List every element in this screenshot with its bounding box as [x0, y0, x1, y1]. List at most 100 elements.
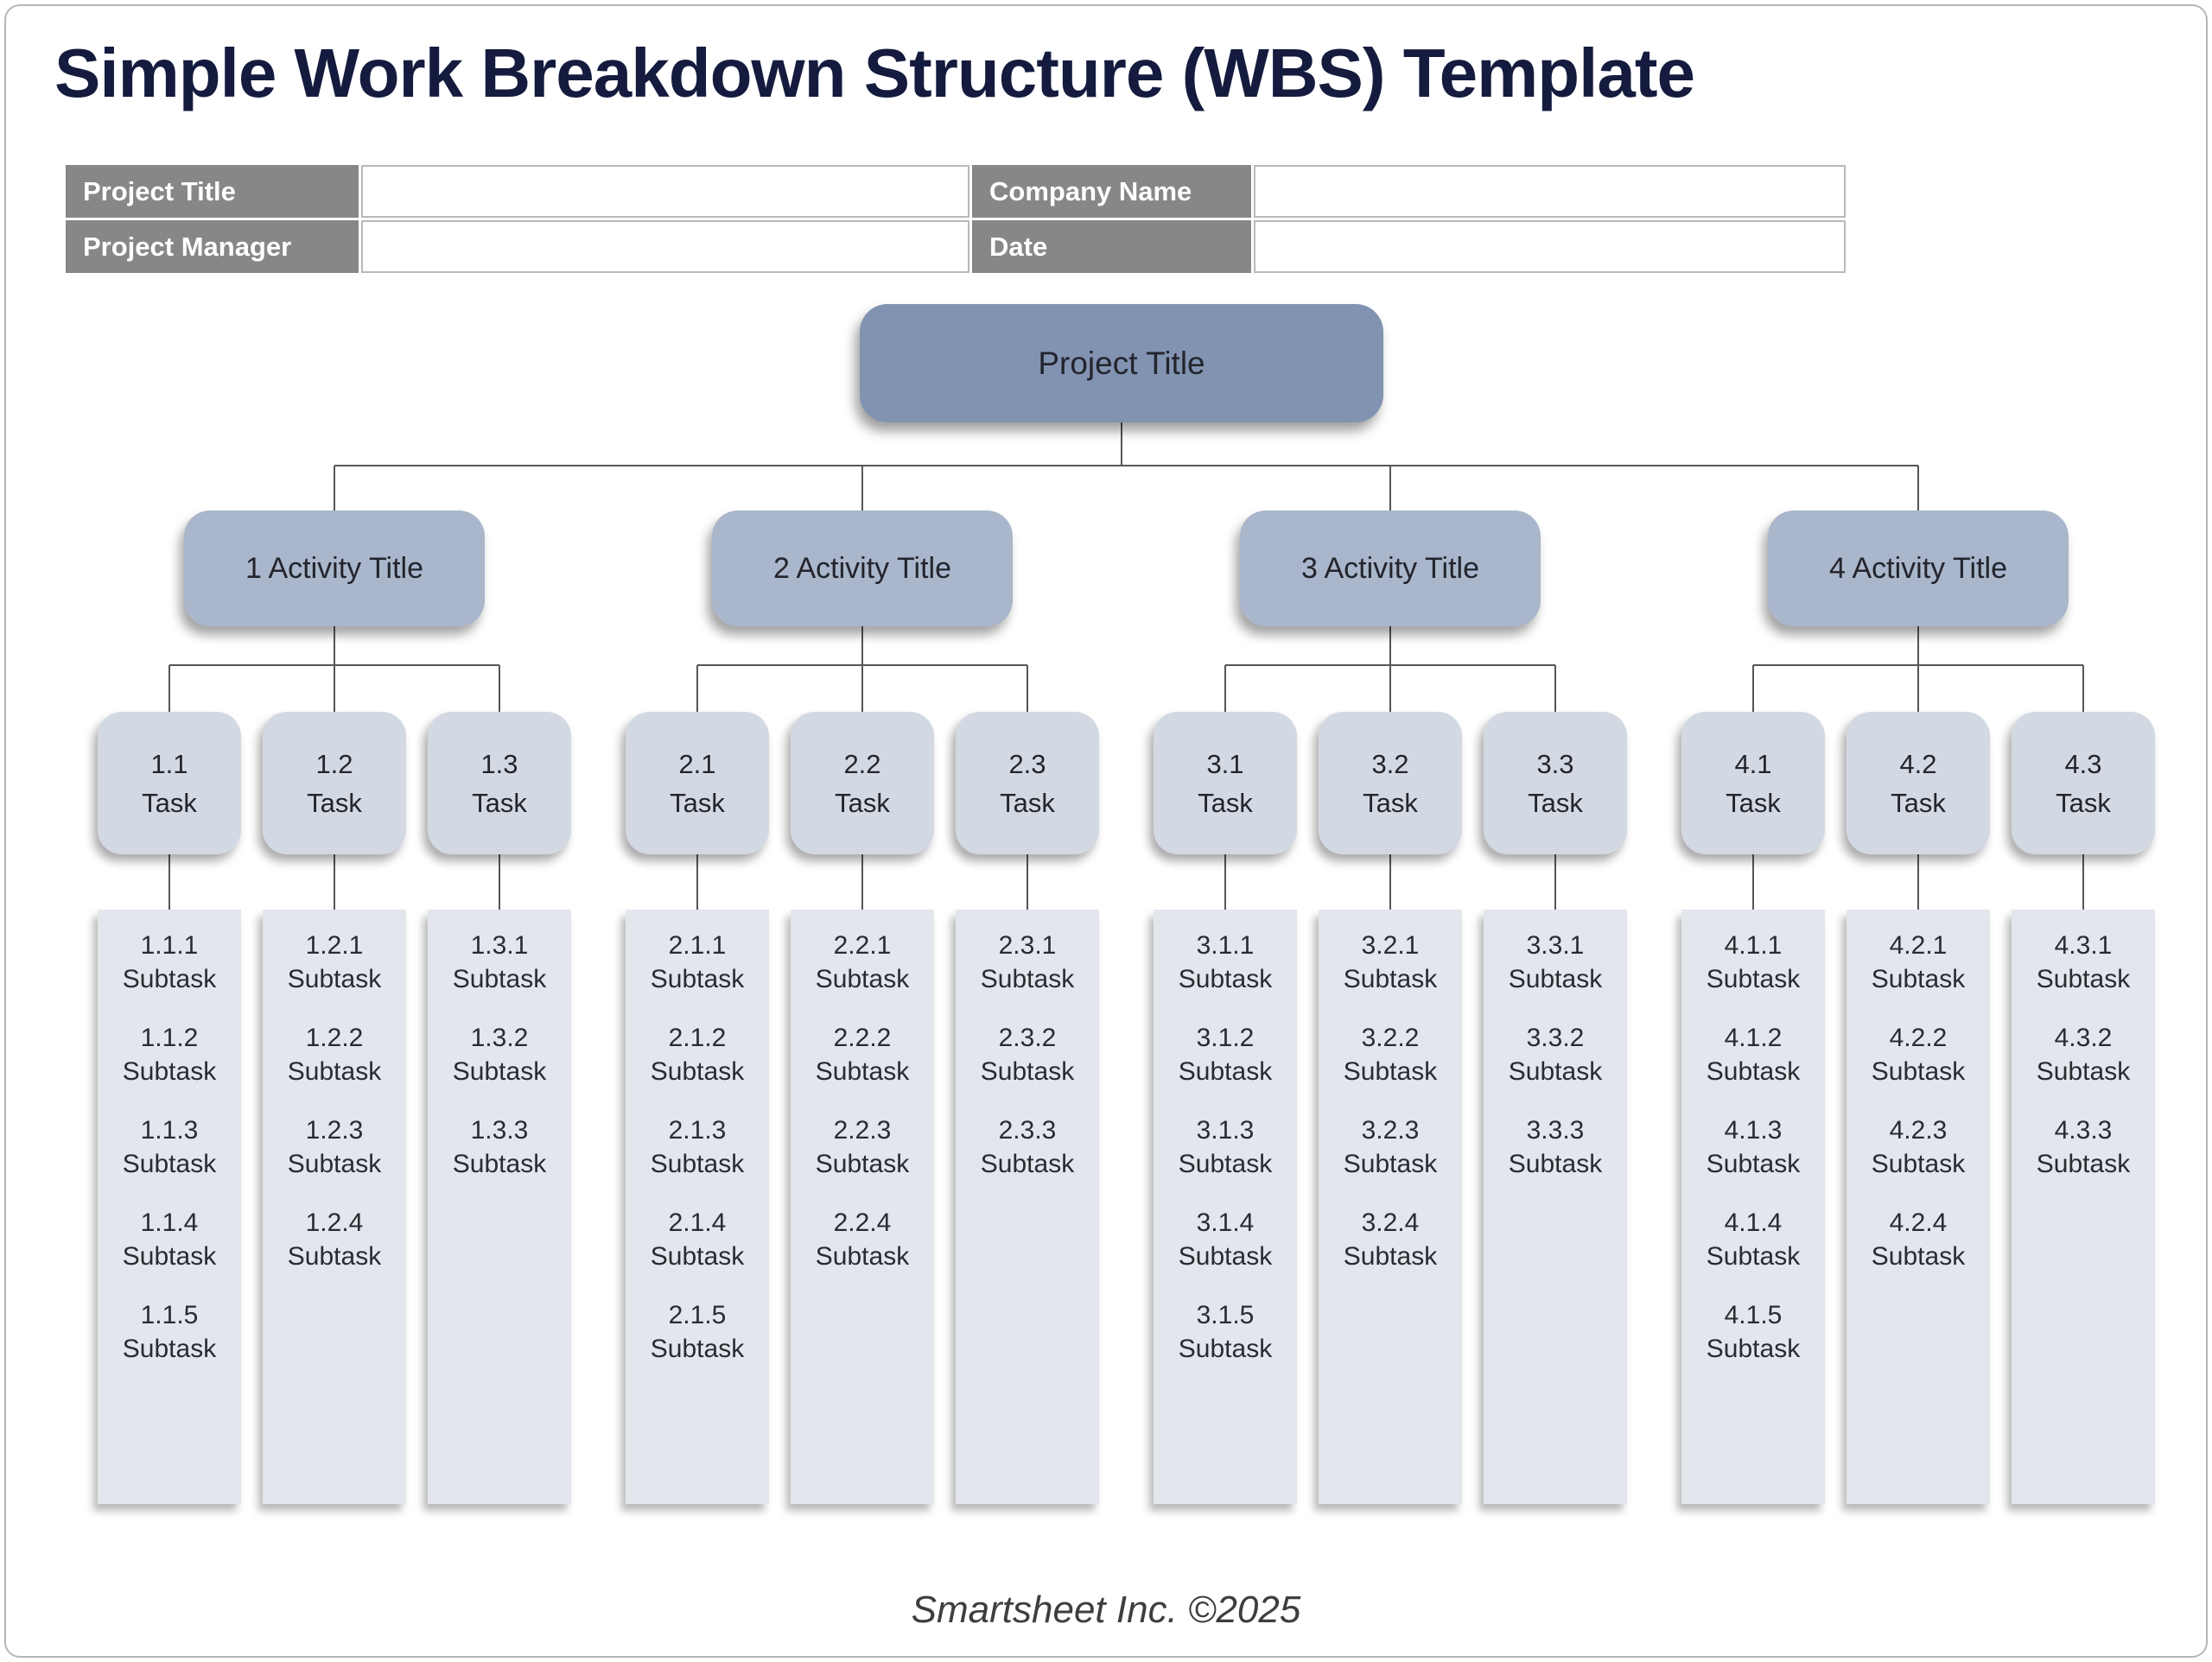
subtask-label: Subtask: [1508, 1150, 1603, 1178]
subtask-id: 2.1.4: [668, 1208, 727, 1237]
activity-node[interactable]: 4 Activity Title: [1768, 511, 2069, 626]
subtask-label: Subtask: [1871, 965, 1966, 993]
subtask-id: 4.3.1: [2054, 931, 2113, 960]
subtask-label: Subtask: [980, 965, 1075, 993]
subtask-label: Subtask: [650, 1335, 745, 1363]
subtask-id: 2.2.3: [833, 1116, 892, 1145]
subtask-id: 1.3.1: [470, 931, 529, 960]
task-connector: [1554, 665, 1556, 712]
footer-copyright: Smartsheet Inc. ©2025: [911, 1589, 1301, 1631]
subtask-id: 2.2.4: [833, 1208, 892, 1237]
subtask-id: 1.1.4: [140, 1208, 199, 1237]
date-input[interactable]: [1254, 220, 1846, 273]
subtask-label: Subtask: [650, 965, 745, 993]
task-connector: [696, 665, 698, 712]
subtask-label: Subtask: [1871, 1057, 1966, 1086]
subtask-label: Subtask: [650, 1242, 745, 1271]
root-node[interactable]: Project Title: [860, 304, 1383, 422]
subtask-id: 2.3.1: [998, 931, 1057, 960]
subtask-connector: [2082, 854, 2084, 910]
subtask-connector: [334, 854, 335, 910]
subtask-label: Subtask: [122, 1242, 217, 1271]
subtask-id: 1.2.1: [305, 931, 364, 960]
task-label: Task: [1198, 787, 1253, 818]
subtask-connector: [1389, 854, 1391, 910]
subtask-label: Subtask: [1178, 1335, 1273, 1363]
company-name-input[interactable]: [1254, 165, 1846, 218]
activity-node[interactable]: 2 Activity Title: [712, 511, 1013, 626]
project-manager-label: Project Manager: [66, 220, 359, 273]
task-id: 3.1: [1206, 748, 1244, 779]
project-title-input[interactable]: [361, 165, 969, 218]
project-manager-input[interactable]: [361, 220, 969, 273]
subtask-label: Subtask: [122, 1150, 217, 1178]
task-id: 1.1: [150, 748, 188, 779]
activity-node[interactable]: 1 Activity Title: [184, 511, 485, 626]
activity-node[interactable]: 3 Activity Title: [1240, 511, 1541, 626]
